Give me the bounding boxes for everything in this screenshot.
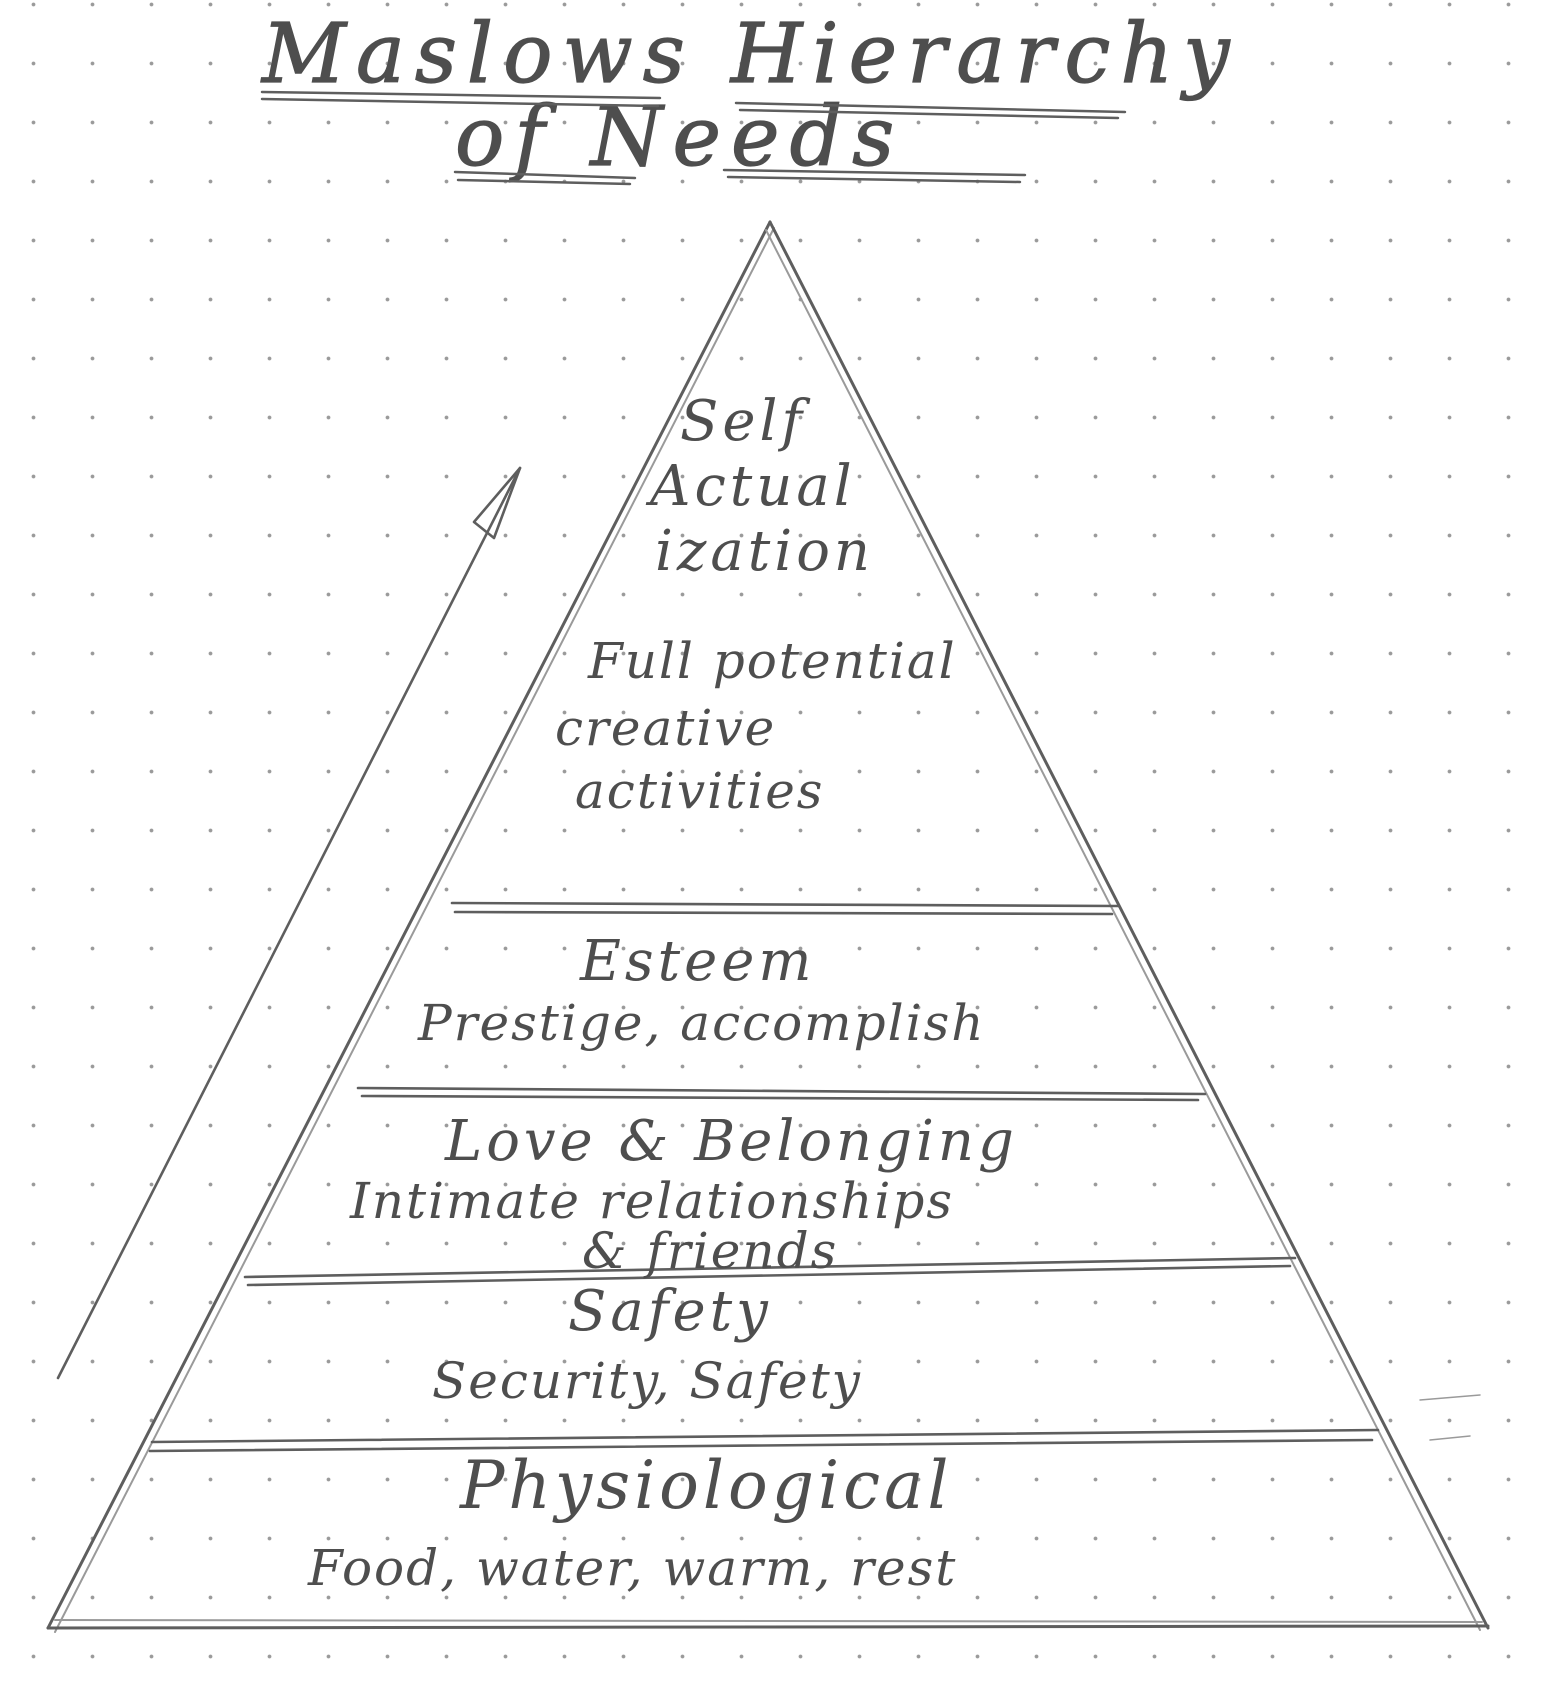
self-actualization-name-line-2: Actual [645, 454, 856, 519]
safety-detail: Security, Safety [432, 1352, 862, 1410]
physiological-name: Physiological [459, 1447, 953, 1524]
pyramid-right-edge-sketch [765, 229, 1481, 1631]
divider-4 [148, 1428, 1380, 1453]
title-underline-1 [260, 90, 662, 108]
pyramid [46, 220, 1490, 1633]
title-underline-2 [734, 101, 1127, 120]
title-line-1: Maslows Hierarchy [260, 7, 1239, 102]
level-self-actualization: Self Actual ization Full potential creat… [555, 389, 957, 820]
title-underline-3 [453, 170, 637, 186]
pyramid-base [46, 1624, 1490, 1630]
self-actualization-detail-line-2: creative [555, 699, 776, 757]
love-belonging-name: Love & Belonging [444, 1109, 1018, 1174]
arrow-head [472, 466, 522, 540]
stray-marks [1419, 1394, 1481, 1441]
divider-2 [356, 1086, 1207, 1102]
self-actualization-name-line-3: ization [655, 519, 874, 584]
love-belonging-detail-line-2: & friends [582, 1222, 838, 1280]
pyramid-right-edge [768, 220, 1490, 1630]
love-belonging-detail-line-1: Intimate relationships [349, 1172, 954, 1230]
level-safety: Safety Security, Safety [432, 1279, 862, 1410]
pyramid-base-sketch [54, 1619, 1483, 1623]
physiological-detail: Food, water, warm, rest [307, 1539, 957, 1597]
pyramid-left-edge-sketch [54, 227, 775, 1633]
pyramid-left-edge [46, 220, 772, 1630]
level-love-belonging: Love & Belonging Intimate relationships … [349, 1109, 1018, 1280]
self-actualization-detail-line-1: Full potential [587, 632, 957, 690]
self-actualization-name-line-1: Self [680, 389, 811, 454]
safety-name: Safety [568, 1279, 772, 1344]
arrow-shaft [56, 466, 522, 1380]
self-actualization-detail-line-3: activities [575, 762, 824, 820]
esteem-detail: Prestige, accomplish [417, 994, 985, 1052]
title: Maslows Hierarchy of Needs [259, 6, 1239, 186]
level-esteem: Esteem Prestige, accomplish [417, 929, 985, 1052]
stray-mark [1419, 1394, 1481, 1441]
divider-1 [450, 901, 1120, 916]
title-underline-4 [722, 168, 1027, 184]
level-physiological: Physiological Food, water, warm, rest [307, 1447, 957, 1597]
divider-3 [243, 1256, 1297, 1287]
upward-arrow-icon [56, 466, 522, 1380]
esteem-name: Esteem [579, 929, 816, 994]
